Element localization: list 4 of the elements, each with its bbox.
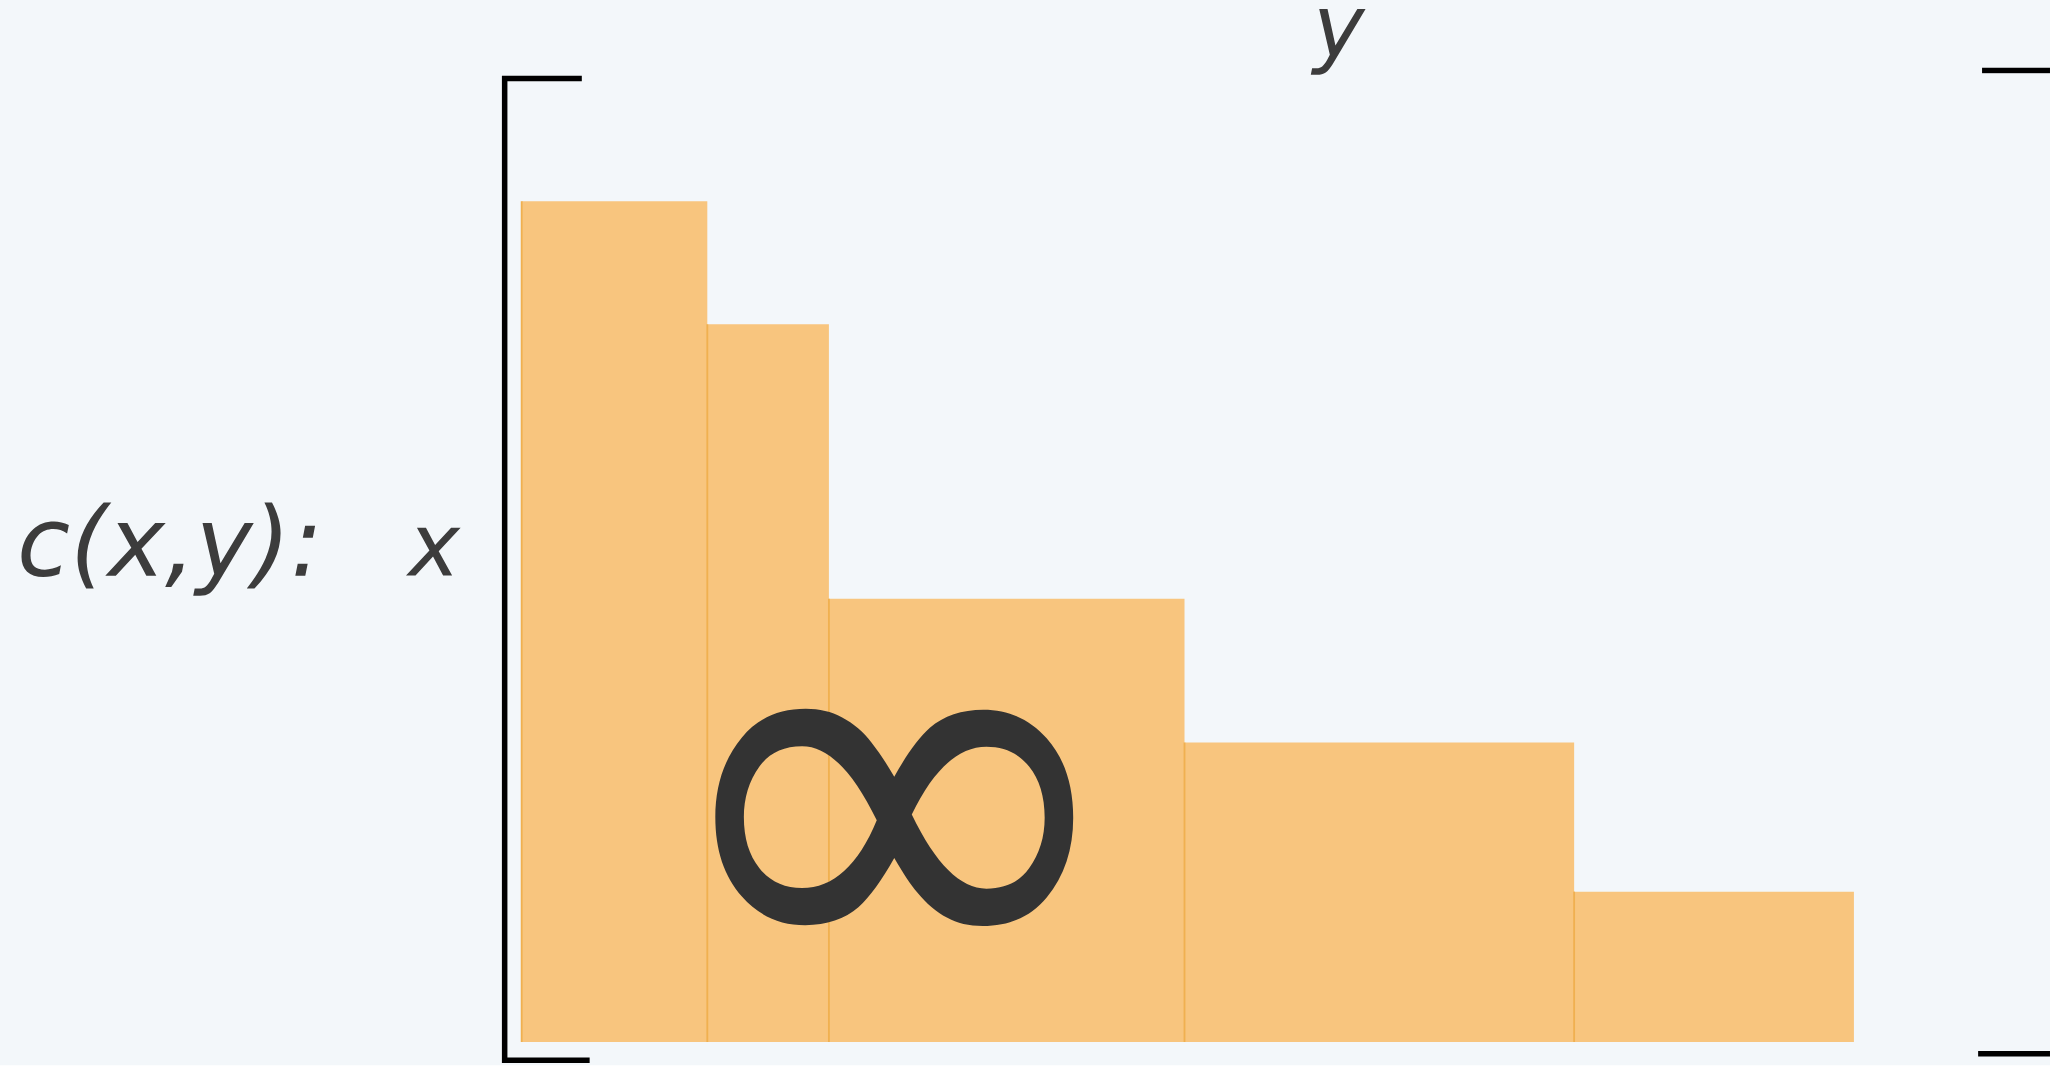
- infinity-symbol: ∞: [715, 709, 1074, 927]
- function-label: c(x,y):: [21, 502, 316, 596]
- axis-label: y: [1310, 9, 1366, 75]
- axis-label: x: [406, 528, 461, 576]
